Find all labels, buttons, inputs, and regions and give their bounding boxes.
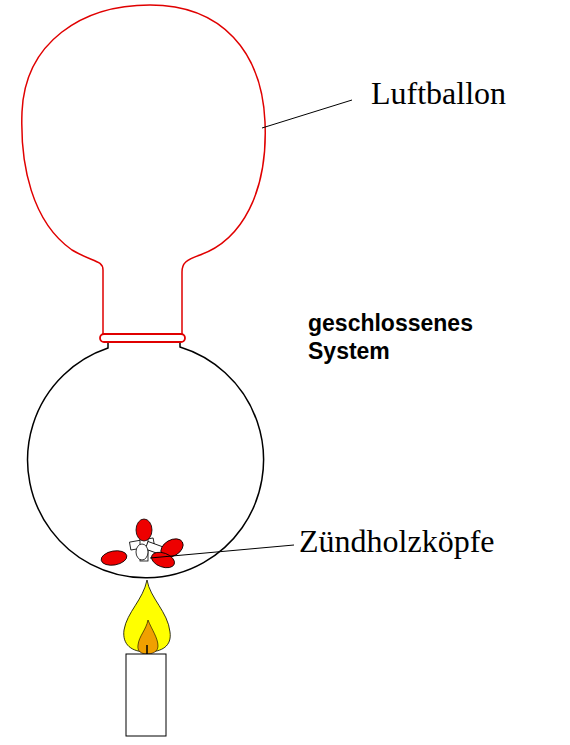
- rubber-band: [100, 334, 185, 342]
- balloon-outline: [22, 5, 265, 340]
- flask-outline: [28, 338, 264, 578]
- part-label: Zündholzköpfe: [299, 524, 495, 559]
- leader-line: [150, 545, 294, 558]
- part-label: Luftballon: [371, 76, 506, 111]
- leader-line: [262, 100, 352, 128]
- candle-body: [126, 654, 166, 736]
- system-label: geschlossenes System: [308, 310, 458, 365]
- candle-flame-core: [138, 620, 158, 654]
- match-heads: [100, 519, 186, 571]
